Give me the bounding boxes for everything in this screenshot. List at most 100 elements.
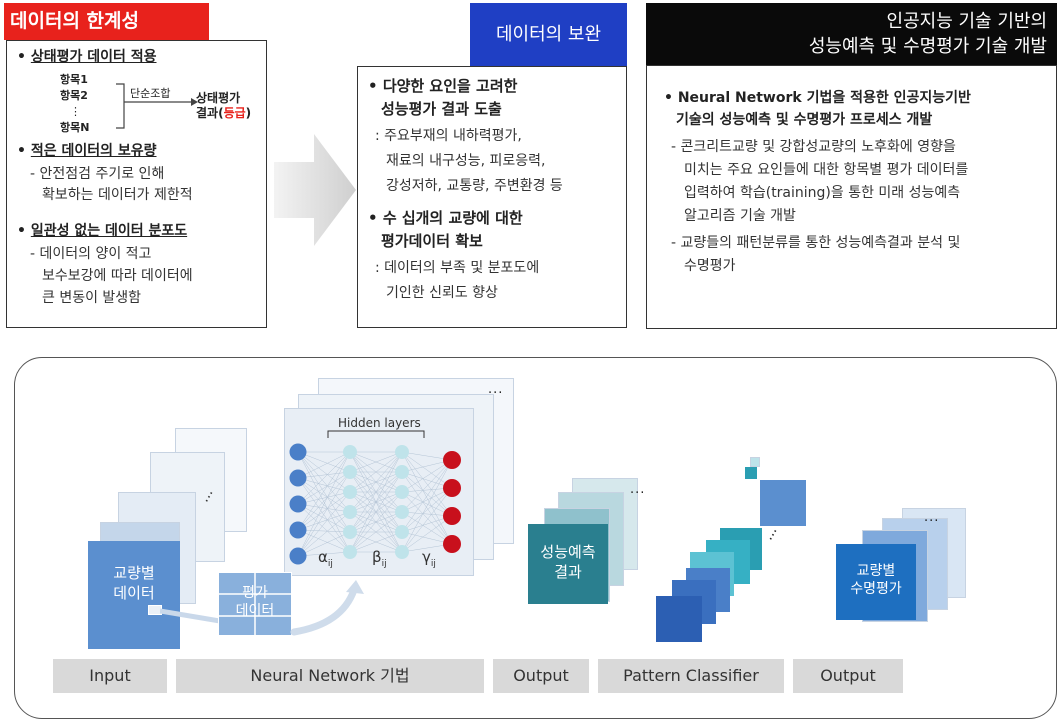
final-stack-ellipsis: ... — [924, 510, 940, 525]
result-line-1: 상태평가 — [196, 91, 241, 105]
nn-edge — [349, 451, 403, 533]
hidden2-node — [395, 545, 409, 559]
ai-desc-1: - 콘크리트교량 및 강합성교량의 노후화에 영향을 — [671, 139, 956, 155]
nn-edge — [401, 459, 453, 493]
nn-edge — [401, 459, 453, 513]
hidden1-node — [343, 485, 357, 499]
nn-edge — [297, 503, 351, 553]
ai-title: 인공지능 기술 기반의 성능예측 및 수명평가 기술 개발 — [646, 3, 1057, 65]
nn-edge — [297, 451, 351, 505]
hidden2-node — [395, 505, 409, 519]
supp-desc-1a: : 주요부재의 내하력평가, — [375, 128, 522, 144]
eval-data-grid — [218, 572, 292, 636]
simple-combo-label: 단순조합 — [130, 87, 171, 100]
input-node — [289, 469, 307, 487]
supp-bullet-2b: 평가데이터 확보 — [381, 232, 483, 250]
output-node — [443, 479, 461, 497]
supp-bullet-1a: • 다양한 요인을 고려한 — [368, 77, 518, 95]
output-result-label-1: 성능예측 — [540, 543, 596, 561]
hidden-layers-bracket — [327, 430, 425, 438]
gamma-label: γij — [422, 548, 436, 569]
feedback-arrow — [290, 580, 364, 636]
limits-desc-3b: 보수보강에 따라 데이터에 — [42, 268, 193, 284]
ai-desc-6: 수명평가 — [684, 258, 736, 274]
final-result-label-2: 수명평가 — [850, 581, 902, 597]
stage-pattern-classifier: Pattern Classifier — [598, 659, 784, 693]
nn-edge — [297, 551, 351, 557]
cluster-top-tiny — [750, 457, 760, 467]
nn-edge — [297, 477, 351, 533]
nn-edge — [401, 487, 453, 513]
limits-bullet-2: • 적은 데이터의 보유량 — [17, 143, 157, 159]
nn-stack-ellipsis: ... — [488, 382, 504, 397]
hidden1-node — [343, 545, 357, 559]
input-node — [289, 547, 307, 565]
nn-edge — [349, 511, 403, 553]
nn-edge — [349, 531, 403, 553]
hidden1-node — [343, 505, 357, 519]
hidden1-node — [343, 465, 357, 479]
nn-edge — [349, 491, 403, 553]
nn-edge — [349, 451, 403, 553]
transition-arrow — [274, 134, 356, 246]
limits-desc-3a: - 데이터의 양이 적고 — [30, 246, 152, 262]
nn-edge — [297, 529, 351, 553]
beta-label: βij — [372, 548, 387, 569]
nn-edge — [297, 451, 351, 533]
ai-panel — [646, 65, 1057, 329]
cluster-low-front — [656, 596, 702, 642]
nn-edge — [401, 451, 453, 489]
ai-bullet-b: 기술의 성능예측 및 수명평가 프로세스 개발 — [676, 112, 933, 128]
cluster-top-small — [745, 467, 757, 479]
nn-edge — [297, 511, 351, 531]
limits-panel — [6, 40, 267, 328]
input-node — [289, 521, 307, 539]
stage-output-2: Output — [793, 659, 903, 693]
nn-edge — [349, 451, 403, 493]
hidden2-node — [395, 525, 409, 539]
limits-bullet-1: • 상태평가 데이터 적용 — [17, 49, 157, 65]
nn-edge — [297, 451, 351, 557]
nn-edge — [297, 451, 351, 553]
supp-desc-2a: : 데이터의 부족 및 분포도에 — [375, 260, 540, 276]
output-result-label-2: 결과 — [554, 563, 582, 581]
hidden2-node — [395, 445, 409, 459]
nn-edge — [349, 451, 403, 473]
final-result-box — [836, 544, 916, 620]
nn-edge — [297, 477, 351, 553]
nn-edge — [401, 487, 453, 533]
nn-edge — [297, 477, 351, 513]
nn-edge — [401, 487, 453, 553]
nn-edge — [401, 459, 453, 553]
item-1: 항목1 — [60, 73, 88, 86]
nn-edge — [297, 503, 351, 533]
final-result-label-1: 교량별 — [856, 563, 896, 579]
output-stack-ellipsis: ... — [630, 482, 646, 497]
nn-edge — [297, 471, 351, 505]
cluster-top-box — [760, 480, 806, 526]
result-line-2: 결과(등급) — [196, 106, 252, 120]
nn-edge — [297, 451, 351, 513]
limits-desc-2b: 확보하는 데이터가 제한적 — [42, 187, 193, 203]
ai-title-line-1: 인공지능 기술 기반의 — [886, 11, 1047, 32]
alpha-label: αij — [318, 548, 333, 569]
output-node — [443, 451, 461, 469]
nn-edge — [401, 451, 453, 545]
nn-edge — [297, 529, 351, 533]
limits-bullet-3: • 일관성 없는 데이터 분포도 — [17, 223, 188, 239]
nn-edge — [297, 531, 351, 557]
nn-edge — [297, 471, 351, 479]
nn-edge — [401, 511, 453, 545]
eval-data-label-1: 평가 — [242, 585, 268, 601]
stage-output-1: Output — [493, 659, 589, 693]
stage-input: Input — [53, 659, 167, 693]
input-node — [289, 443, 307, 461]
ai-title-line-2: 성능예측 및 수명평가 기술 개발 — [808, 36, 1047, 57]
ai-bullet-a: • Neural Network 기법을 적용한 인공지능기반 — [664, 90, 971, 106]
nn-edge — [297, 477, 351, 493]
supplement-panel — [357, 66, 627, 328]
supp-desc-2b: 기인한 신뢰도 향상 — [386, 285, 498, 301]
nn-edge — [297, 471, 351, 531]
nn-edge — [401, 491, 453, 517]
nn-edge — [297, 471, 351, 557]
